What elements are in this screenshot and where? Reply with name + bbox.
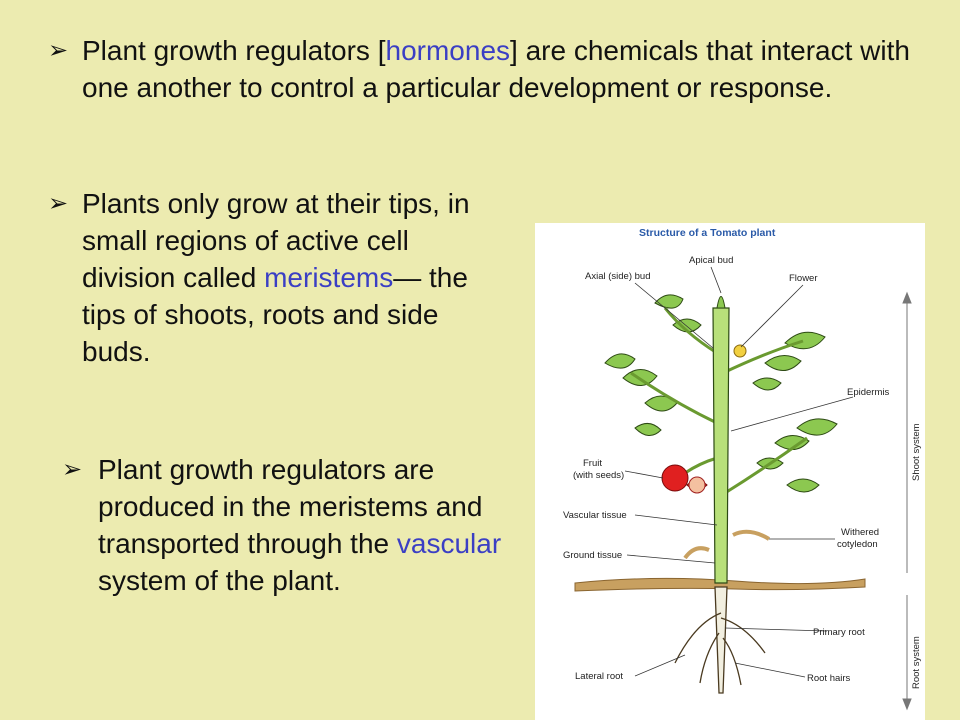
- label-vascular-tissue: Vascular tissue: [563, 510, 627, 521]
- arrow-up-icon: [902, 291, 912, 304]
- highlight-term-hormones: hormones: [385, 35, 511, 66]
- label-epidermis: Epidermis: [847, 387, 889, 398]
- plant-illustration: Structure of a Tomato plant: [563, 227, 922, 711]
- branch: [684, 456, 718, 475]
- label-fruit: Fruit: [583, 458, 602, 469]
- leader-line: [724, 627, 828, 632]
- label-flower: Flower: [789, 273, 818, 284]
- leader-line: [624, 470, 664, 479]
- leaf: [774, 435, 810, 450]
- leader-line: [634, 654, 686, 677]
- leader-lines: [624, 266, 854, 678]
- branch: [630, 371, 718, 425]
- leader-line: [730, 396, 854, 432]
- lateral-root: [699, 632, 720, 684]
- bullet-meristems: ➢ Plants only grow at their tips, in sma…: [48, 185, 508, 370]
- bullet-hormones: ➢ Plant growth regulators [hormones] are…: [48, 32, 928, 106]
- branch: [722, 339, 804, 375]
- main-stem: [712, 307, 730, 584]
- branch: [724, 436, 808, 495]
- branch: [663, 307, 718, 355]
- text-run: — the tips of shoots, roots and side bud…: [82, 262, 468, 367]
- leaf: [752, 377, 782, 391]
- leaf: [796, 418, 838, 436]
- text-run: ] are chemicals that interact with one a…: [82, 35, 910, 103]
- roots: [674, 586, 766, 694]
- withered-cotyledon-left: [683, 546, 710, 560]
- fruit-whole: [661, 464, 689, 492]
- text-run: Plant growth regulators [: [82, 35, 386, 66]
- leader-line: [634, 514, 718, 526]
- highlight-term-meristems: meristems: [264, 262, 394, 293]
- leader-line: [634, 282, 714, 349]
- bullet-vascular: ➢ Plant growth regulators are produced i…: [62, 451, 502, 599]
- highlight-term-vascular: vascular: [396, 528, 502, 559]
- label-lateral-root: Lateral root: [575, 671, 623, 682]
- label-apical-bud: Apical bud: [689, 255, 733, 266]
- label-fruit-seeds: (with seeds): [573, 470, 624, 481]
- text-run: Plants only grow at their tips, in small…: [82, 188, 470, 293]
- arrow-down-icon: [902, 698, 912, 711]
- label-root-hairs: Root hairs: [807, 673, 851, 684]
- label-cotyledon: cotyledon: [837, 539, 878, 550]
- soil-line: [574, 577, 866, 592]
- leaf: [654, 294, 684, 309]
- leader-line: [740, 284, 804, 348]
- bullet-text: Plant growth regulators [hormones] are c…: [82, 32, 928, 106]
- withered-cotyledon-right: [732, 529, 771, 541]
- figure-title: Structure of a Tomato plant: [639, 227, 776, 239]
- leader-line: [710, 266, 722, 294]
- label-axial-bud: Axial (side) bud: [585, 271, 650, 282]
- bullet-arrow-icon: ➢: [62, 455, 83, 483]
- leaf: [672, 318, 702, 333]
- bullet-text: Plants only grow at their tips, in small…: [82, 185, 508, 370]
- branches: [630, 307, 808, 495]
- leaf: [786, 478, 820, 493]
- leader-line: [734, 662, 806, 678]
- tomato-plant-diagram: Structure of a Tomato plant: [535, 223, 925, 720]
- label-root-system: Root system: [911, 636, 922, 689]
- label-withered: Withered: [841, 527, 879, 538]
- apical-bud: [716, 296, 726, 309]
- bullet-text: Plant growth regulators are produced in …: [98, 451, 502, 599]
- leaf: [764, 355, 802, 371]
- text-run: system of the plant.: [98, 565, 341, 596]
- system-arrows: [902, 291, 912, 711]
- label-primary-root: Primary root: [813, 627, 865, 638]
- label-shoot-system: Shoot system: [911, 423, 922, 481]
- text-run: Plant growth regulators are produced in …: [98, 454, 483, 559]
- label-ground-tissue: Ground tissue: [563, 550, 622, 561]
- bullet-arrow-icon: ➢: [48, 189, 69, 217]
- flower: [733, 344, 747, 358]
- lateral-root: [722, 637, 742, 686]
- lateral-root: [720, 617, 766, 654]
- leader-line: [626, 554, 716, 564]
- leaf: [604, 353, 636, 369]
- primary-root: [714, 586, 728, 694]
- bullet-arrow-icon: ➢: [48, 36, 69, 64]
- fruit-seeds: [688, 476, 706, 494]
- lateral-root: [674, 612, 722, 664]
- leaf: [634, 423, 662, 436]
